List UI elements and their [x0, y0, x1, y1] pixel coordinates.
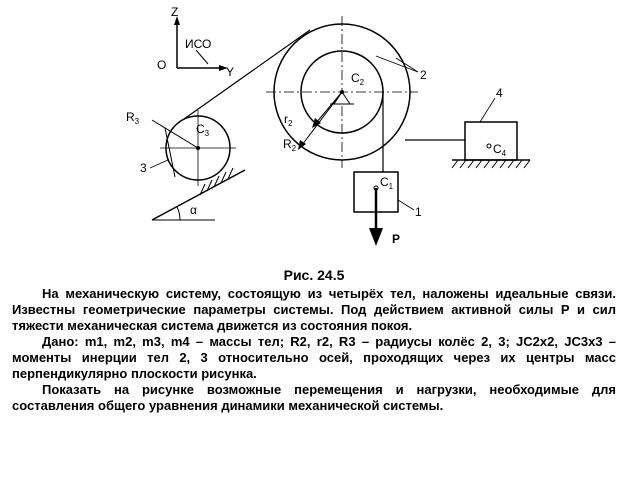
incline: α — [151, 167, 246, 221]
paragraph-task: Показать на рисунке возможные перемещени… — [12, 382, 616, 413]
figure-caption: Рис. 24.5 — [283, 267, 345, 283]
wheel-2: C2 r2 R2 2 — [266, 16, 427, 168]
axis-z-label: Z — [171, 5, 178, 19]
axis-y-label: Y — [226, 65, 234, 79]
alpha-label: α — [190, 203, 197, 217]
problem-text: На механическую систему, состоящую из че… — [12, 286, 616, 414]
wheel-3: R3 C3 3 — [126, 110, 236, 186]
paragraph-conditions: На механическую систему, состоящую из че… — [12, 286, 616, 333]
c2-label: C2 — [351, 71, 365, 87]
number-3: 3 — [140, 161, 147, 175]
R3-label: R3 — [126, 110, 140, 126]
c3-label: C3 — [196, 122, 210, 138]
coordinate-frame: Z O Y ИСО — [157, 5, 234, 79]
R2-label: R2 — [283, 137, 297, 153]
c4-label: C4 — [493, 142, 507, 158]
c1-label: C1 — [380, 175, 394, 191]
body-1: C1 P 1 — [353, 171, 422, 246]
body-4: C4 4 — [451, 86, 531, 169]
force-P-label: P — [392, 232, 400, 246]
number-2: 2 — [420, 68, 427, 82]
frame-label: ИСО — [185, 37, 211, 51]
mechanism-diagram: Z O Y ИСО α R3 C3 3 — [126, 5, 531, 246]
ropes — [183, 29, 465, 172]
number-4: 4 — [496, 86, 503, 100]
axis-o-label: O — [157, 58, 166, 72]
paragraph-given: Дано: m1, m2, m3, m4 – массы тел; R2, r2… — [12, 334, 617, 381]
mechanism-figure: Z O Y ИСО α R3 C3 3 — [126, 5, 531, 246]
number-1: 1 — [415, 205, 422, 219]
r2-small-label: r2 — [284, 112, 293, 128]
